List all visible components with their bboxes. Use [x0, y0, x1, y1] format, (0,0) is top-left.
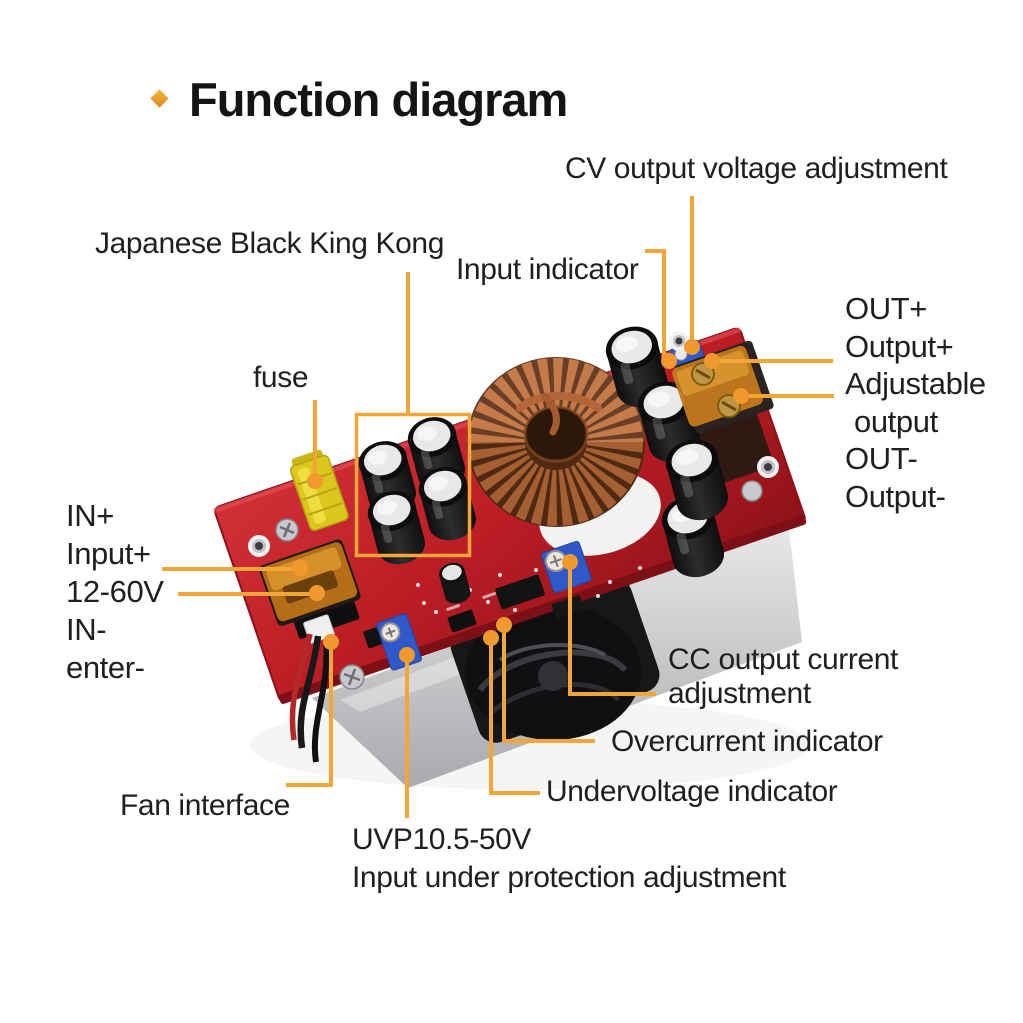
mounting-screws [248, 331, 779, 690]
leader-overcurrent [502, 629, 595, 743]
callout-undervoltage-indicator: Undervoltage indicator [546, 775, 838, 808]
callout-cc-line1: CC output current [668, 643, 898, 676]
callout-out-minus: OUT- [845, 441, 918, 476]
callout-input-plus: Input+ [66, 536, 151, 571]
callout-in-plus: IN+ [66, 498, 114, 533]
leader-fan [286, 646, 333, 787]
callout-cv-output-voltage: CV output voltage adjustment [565, 152, 948, 185]
callout-adjustable: Adjustable [845, 366, 986, 401]
callout-voltage-range: 12-60V [66, 574, 164, 609]
callout-input-block: IN+ Input+ 12-60V IN- enter- [66, 498, 164, 690]
page-title: Function diagram [189, 73, 568, 126]
leader-lines [162, 196, 834, 818]
callout-output-block: OUT+ Output+ Adjustable output OUT- Outp… [845, 291, 986, 518]
callout-cc-adjustment: CC output current adjustment [668, 644, 898, 712]
input-fuse-holder [259, 539, 361, 626]
callout-overcurrent-indicator: Overcurrent indicator [611, 725, 883, 758]
callout-enter-minus: enter- [66, 650, 145, 685]
callout-fuse: fuse [253, 361, 309, 394]
callout-out-plus: OUT+ [845, 291, 927, 326]
callout-uvp-line1: UVP10.5-50V [352, 823, 532, 856]
ic-chips [363, 574, 585, 649]
leader-cc [568, 566, 656, 696]
callout-output-plus: Output+ [845, 328, 954, 364]
capacitor-highlight-box [354, 412, 472, 558]
callout-cc-line2: adjustment [668, 677, 811, 710]
callout-uvp: UVP10.5-50V Input under protection adjus… [352, 824, 786, 900]
blade-fuse [289, 449, 349, 531]
callout-output-word: output [854, 403, 938, 439]
callout-input-indicator: Input indicator [456, 253, 639, 286]
output-terminal [672, 340, 774, 434]
leader-undervoltage [489, 642, 540, 795]
toroid-inductor [467, 357, 645, 527]
callout-uvp-line2: Input under protection adjustment [352, 861, 786, 894]
callout-fan-interface: Fan interface [120, 789, 290, 822]
callout-output-minus: Output- [845, 478, 946, 514]
leader-dots [292, 339, 749, 663]
callout-japanese-black-king-kong: Japanese Black King Kong [95, 227, 444, 260]
leader-input-indicator [645, 249, 666, 357]
callout-in-minus: IN- [66, 612, 107, 647]
